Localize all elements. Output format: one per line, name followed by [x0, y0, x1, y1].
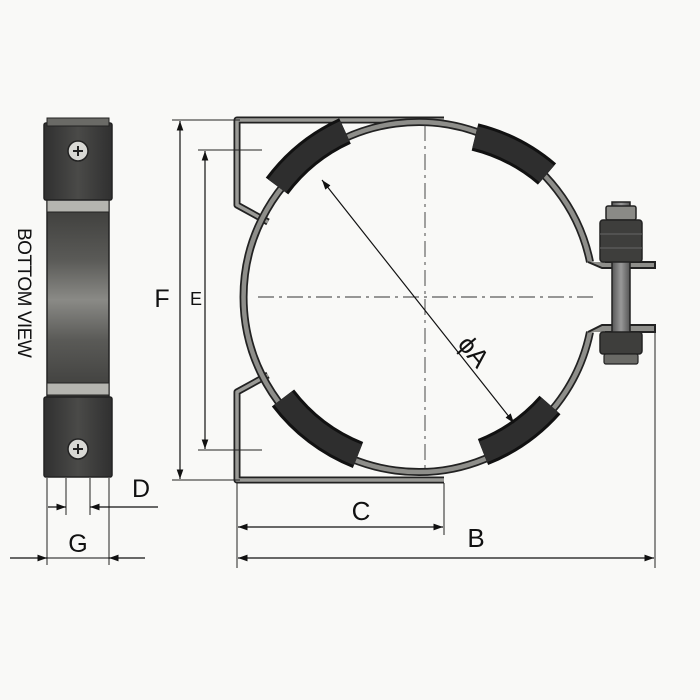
dimension-f-label: F — [154, 285, 169, 313]
bottom-view-label: BOTTOM VIEW — [13, 228, 34, 358]
bottom-view-strap — [46, 199, 110, 401]
dimension-c-label: C — [352, 496, 371, 526]
bottom-view: G D — [10, 117, 158, 565]
dimension-b-label: B — [467, 523, 484, 553]
bottom-view-band-bottom — [46, 382, 110, 396]
side-view: ϕA F E C B — [154, 116, 656, 568]
dimension-d-label: D — [132, 475, 150, 503]
bottom-view-bottom-block — [43, 396, 113, 478]
dimension-a-label: ϕA — [452, 329, 496, 373]
bottom-view-band-top — [46, 199, 110, 213]
screw-head-icon — [67, 438, 89, 460]
dimension-a-line — [321, 179, 515, 424]
bolt-nut-icon — [599, 201, 643, 365]
screw-head-icon — [67, 140, 89, 162]
bracket-frame — [233, 116, 444, 484]
dimension-e-label: E — [190, 289, 202, 309]
dimension-g-label: G — [68, 530, 87, 558]
